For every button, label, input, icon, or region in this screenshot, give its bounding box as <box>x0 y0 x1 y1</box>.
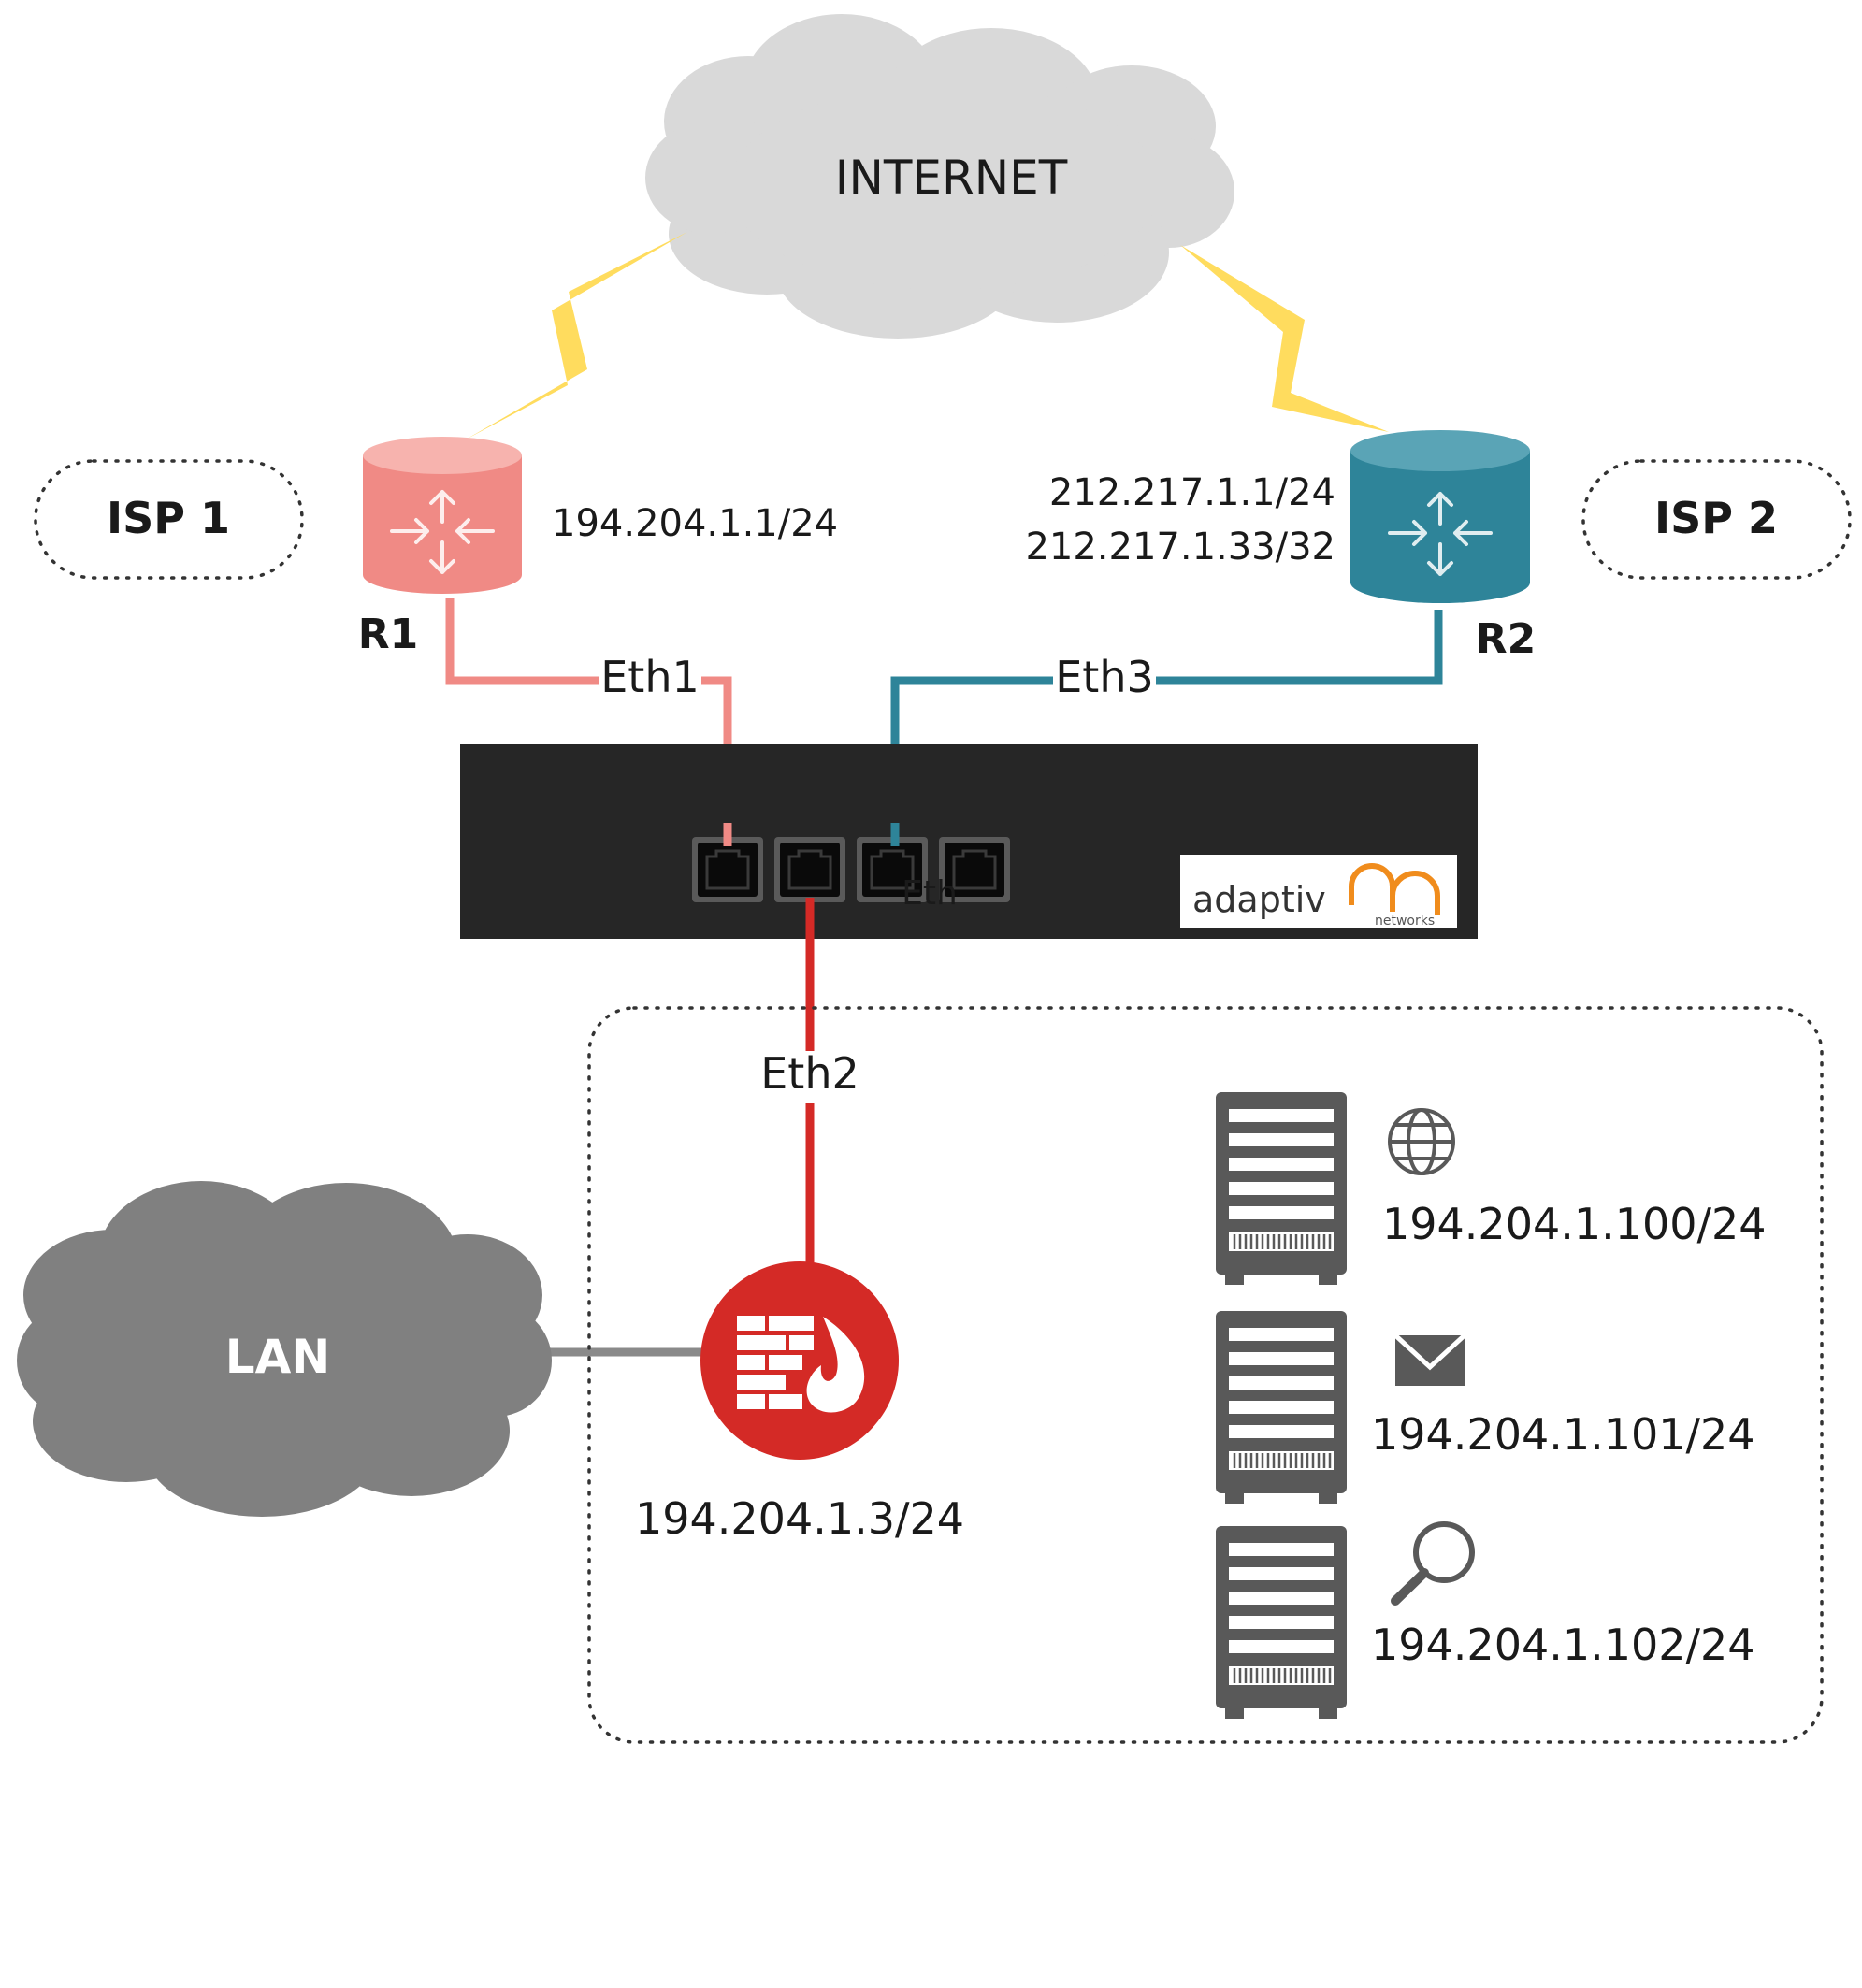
r1-ip: 194.204.1.1/24 <box>552 502 838 545</box>
device-port-label: Eth <box>902 874 958 913</box>
server-search: 194.204.1.102/24 <box>1214 1521 1755 1721</box>
server-web-ip: 194.204.1.100/24 <box>1382 1199 1767 1249</box>
gateway-device: Eth adaptiv networks <box>460 744 1478 939</box>
server-web: 194.204.1.100/24 <box>1214 1090 1767 1287</box>
brand-logo: adaptiv networks <box>1180 855 1457 929</box>
r2-ip-2: 212.217.1.33/32 <box>1025 526 1335 569</box>
brand-sub: networks <box>1375 914 1435 929</box>
isp2-label: ISP 2 <box>1654 493 1778 543</box>
globe-icon <box>1388 1108 1455 1175</box>
server-mail-ip: 194.204.1.101/24 <box>1371 1409 1755 1460</box>
eth3-label: Eth3 <box>1055 652 1154 702</box>
flame-icon <box>806 1317 865 1413</box>
isp1-label: ISP 1 <box>107 493 230 543</box>
lightning-left <box>466 232 687 439</box>
server-mail: 194.204.1.101/24 <box>1214 1309 1755 1505</box>
lan-label: LAN <box>225 1330 330 1384</box>
internet-label: INTERNET <box>835 151 1068 205</box>
firewall-ip: 194.204.1.3/24 <box>635 1493 964 1544</box>
router-r1 <box>363 437 522 594</box>
server-rack-icon <box>1214 1524 1349 1721</box>
firewall-brick-icon <box>737 1316 814 1409</box>
eth1-label: Eth1 <box>600 652 700 702</box>
router-r2 <box>1350 430 1530 603</box>
dmz-zone <box>587 1006 1824 1744</box>
port-eth2 <box>772 835 847 904</box>
server-rack-icon <box>1214 1309 1349 1505</box>
brand-name: adaptiv <box>1192 879 1326 920</box>
envelope-icon <box>1393 1333 1466 1386</box>
port-eth1 <box>690 835 765 904</box>
firewall <box>700 1261 899 1460</box>
eth2-label: Eth2 <box>760 1048 859 1099</box>
r2-label: R2 <box>1476 615 1537 663</box>
r2-ip-1: 212.217.1.1/24 <box>1049 471 1335 514</box>
magnifier-icon <box>1391 1521 1475 1606</box>
lan-cloud: LAN <box>17 1181 552 1517</box>
server-rack-icon <box>1214 1090 1349 1287</box>
lightning-right <box>1180 245 1389 432</box>
internet-cloud: INTERNET <box>645 14 1234 339</box>
isp1-group: ISP 1 <box>34 459 304 580</box>
server-search-ip: 194.204.1.102/24 <box>1371 1620 1755 1670</box>
r1-label: R1 <box>358 611 419 658</box>
isp2-group: ISP 2 <box>1581 459 1852 580</box>
